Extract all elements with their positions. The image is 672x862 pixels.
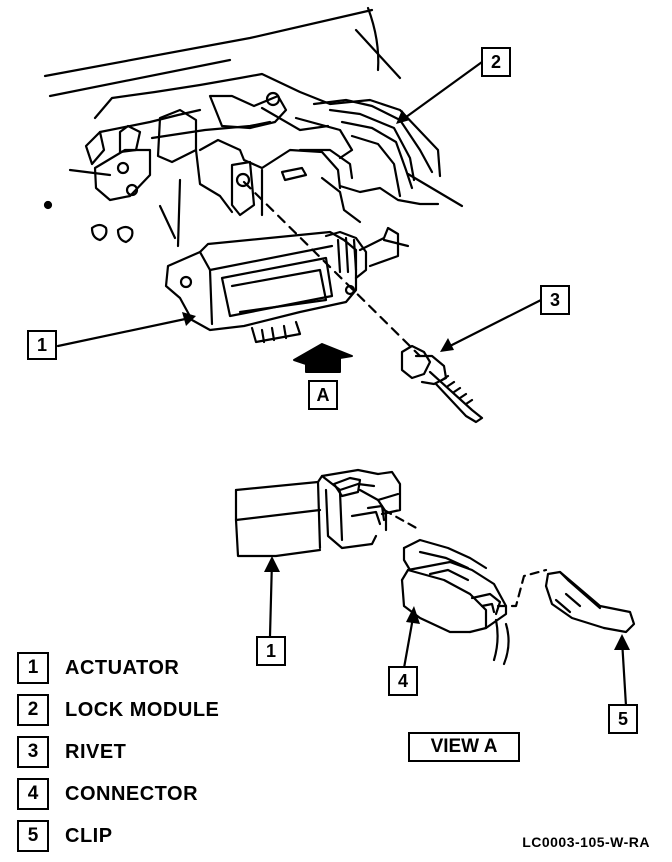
leader-2 xyxy=(400,60,484,122)
view-a-label: VIEW A xyxy=(408,732,520,762)
callout-5: 5 xyxy=(608,704,638,734)
rivet-alignment-line xyxy=(242,180,422,358)
connector xyxy=(400,538,510,666)
view-a-flag: A xyxy=(308,380,338,410)
leader-1-top xyxy=(56,316,192,348)
connector-alignment-line xyxy=(382,508,422,532)
legend-row-actuator: 1 ACTUATOR xyxy=(17,650,297,692)
arrowhead-1-bottom xyxy=(264,556,280,572)
actuator-top xyxy=(164,226,410,344)
legend-label: CLIP xyxy=(65,825,113,847)
legend-label: ACTUATOR xyxy=(65,657,180,679)
door-panel xyxy=(43,6,464,248)
arrowhead-4 xyxy=(406,606,420,624)
reference-code: LC0003-105-W-RA xyxy=(522,834,650,850)
legend-row-rivet: 3 RIVET xyxy=(17,734,297,776)
legend-number: 3 xyxy=(17,736,49,768)
callout-2: 2 xyxy=(481,47,511,77)
legend-label: RIVET xyxy=(65,741,127,763)
arrowhead-1-top xyxy=(182,312,196,326)
callout-3: 3 xyxy=(540,285,570,315)
view-a-arrow xyxy=(293,343,353,373)
clip-alignment-line xyxy=(496,568,548,608)
legend-number: 2 xyxy=(17,694,49,726)
callout-4: 4 xyxy=(388,666,418,696)
legend: 1 ACTUATOR 2 LOCK MODULE 3 RIVET 4 CONNE… xyxy=(17,650,297,860)
arrowhead-2 xyxy=(396,110,410,124)
rivet xyxy=(400,344,484,424)
legend-row-lock-module: 2 LOCK MODULE xyxy=(17,692,297,734)
legend-number: 5 xyxy=(17,820,49,852)
callout-1-bottom: 1 xyxy=(256,636,286,666)
arrowhead-3 xyxy=(440,338,454,352)
lock-module xyxy=(84,72,442,240)
legend-label: LOCK MODULE xyxy=(65,699,220,721)
callout-1-top: 1 xyxy=(27,330,57,360)
arrowhead-5 xyxy=(614,634,630,650)
leader-1-bottom xyxy=(268,558,274,638)
leader-3 xyxy=(444,298,543,350)
legend-label: CONNECTOR xyxy=(65,783,199,805)
clip xyxy=(544,570,636,634)
legend-row-clip: 5 CLIP xyxy=(17,818,297,860)
actuator-detail xyxy=(234,468,402,558)
legend-row-connector: 4 CONNECTOR xyxy=(17,776,297,818)
leader-5 xyxy=(620,638,628,708)
legend-number: 4 xyxy=(17,778,49,810)
legend-number: 1 xyxy=(17,652,49,684)
